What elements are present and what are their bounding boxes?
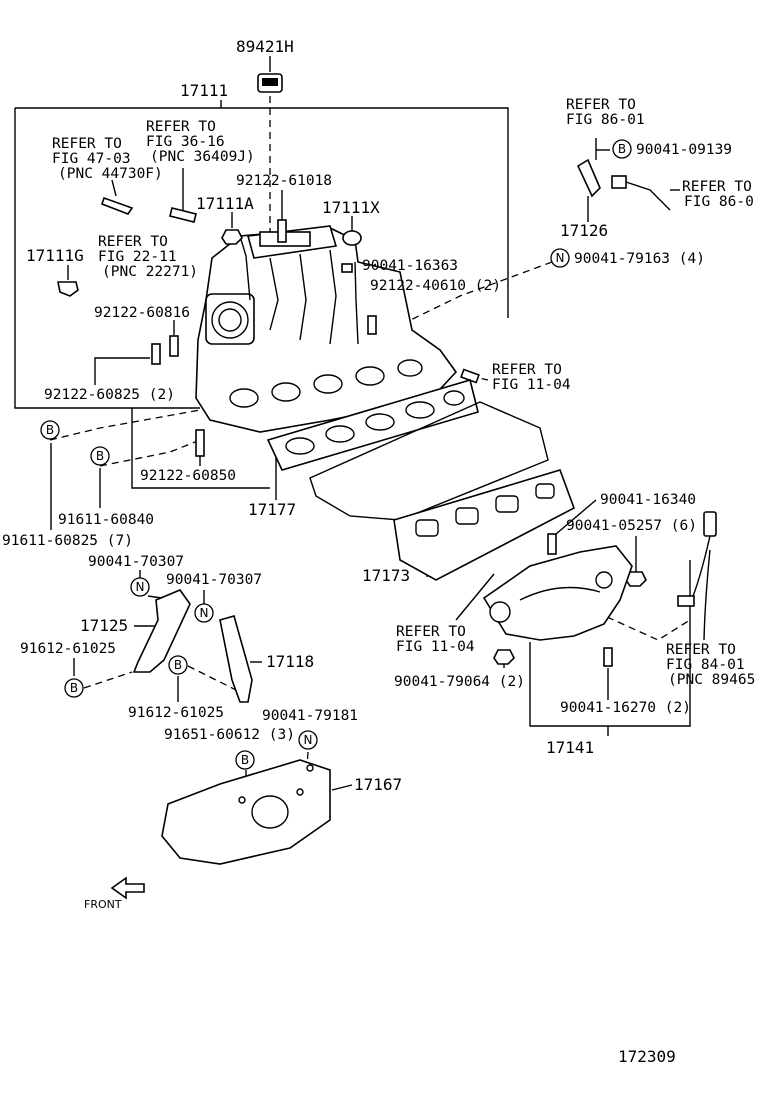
label-refer-86b: REFER TO (682, 179, 752, 195)
label-90041-79064: 90041-79064 (2) (394, 674, 525, 690)
exhaust-gasket (393, 469, 575, 581)
heat-insulator-17167 (161, 759, 331, 865)
label-17125: 17125 (80, 616, 128, 635)
label-17111g: 17111G (26, 246, 84, 265)
front-arrow-icon (110, 876, 145, 900)
label-92122-60816: 92122-60816 (94, 305, 190, 321)
small-hardware (57, 196, 647, 667)
label-92122-60825: 92122-60825 (2) (44, 387, 175, 403)
svg-text:B: B (70, 681, 78, 695)
svg-text:B: B (46, 423, 54, 437)
label-17111: 17111 (180, 81, 228, 100)
label-91612-61025a: 91612-61025 (20, 641, 116, 657)
label-91611-60825: 91611-60825 (7) (2, 533, 133, 549)
label-17111a: 17111A (196, 194, 254, 213)
svg-text:N: N (556, 251, 565, 265)
label-17173: 17173 (362, 566, 410, 585)
exhaust-manifold (482, 545, 633, 641)
label-90041-70307b: 90041-70307 (166, 572, 262, 588)
bracket-17126 (576, 158, 671, 211)
label-refer-86a: REFER TO (566, 97, 636, 113)
label-92122-61018: 92122-61018 (236, 173, 332, 189)
svg-text:FIG 11-04: FIG 11-04 (492, 377, 571, 393)
svg-text:B: B (174, 658, 182, 672)
label-17118: 17118 (266, 652, 314, 671)
label-89421h: 89421H (236, 37, 294, 56)
label-90041-16340: 90041-16340 (600, 492, 696, 508)
callout-labels: 89421H 17111 REFER TO FIG 47-03 (PNC 447… (2, 37, 755, 1066)
label-91651-60612: 91651-60612 (3) (164, 727, 295, 743)
label-17167: 17167 (354, 775, 402, 794)
cylinder-head-outline (309, 401, 549, 521)
label-17141: 17141 (546, 738, 594, 757)
label-refer-22: REFER TO (98, 234, 168, 250)
label-90041-09139: 90041-09139 (636, 142, 732, 158)
oxygen-sensor (677, 511, 717, 607)
label-17126: 17126 (560, 221, 608, 240)
label-92122-40610: 92122-40610 (2) (370, 278, 501, 294)
svg-text:FIG 86-0: FIG 86-0 (684, 194, 754, 210)
svg-text:(PNC 89465: (PNC 89465 (668, 672, 755, 688)
intake-gasket (266, 378, 479, 471)
label-90041-16363: 90041-16363 (362, 258, 458, 274)
stay-17118 (219, 615, 253, 703)
svg-text:FIG 11-04: FIG 11-04 (396, 639, 475, 655)
marker-b-60825 (40, 420, 60, 440)
circle-markers: B N B B N N B B B N (40, 139, 632, 770)
marker-b-60612 (235, 750, 255, 770)
marker-n-79163 (550, 248, 570, 268)
svg-text:(PNC 22271): (PNC 22271) (102, 264, 198, 280)
marker-n-70307b (194, 603, 214, 623)
svg-text:FIG 86-01: FIG 86-01 (566, 112, 645, 128)
figure-number: 172309 (618, 1047, 676, 1066)
marker-n-79181 (298, 730, 318, 750)
intake-manifold (195, 225, 458, 433)
label-refer-36: REFER TO (146, 119, 216, 135)
svg-text:N: N (304, 733, 313, 747)
svg-text:B: B (96, 449, 104, 463)
marker-b-61025b (168, 655, 188, 675)
svg-text:N: N (136, 580, 145, 594)
label-17111x: 17111X (322, 198, 380, 217)
label-90041-79163: 90041-79163 (4) (574, 251, 705, 267)
label-front: FRONT (84, 898, 122, 911)
svg-text:FIG 36-16: FIG 36-16 (146, 134, 225, 150)
svg-text:B: B (618, 142, 626, 156)
svg-text:N: N (200, 606, 209, 620)
svg-text:FIG 22-11: FIG 22-11 (98, 249, 177, 265)
map-sensor (257, 73, 283, 93)
marker-n-70307a (130, 577, 150, 597)
svg-text:(PNC 44730F): (PNC 44730F) (58, 166, 163, 182)
svg-text:FIG 47-03: FIG 47-03 (52, 151, 131, 167)
label-90041-16270: 90041-16270 (2) (560, 700, 691, 716)
marker-b-09139 (612, 139, 632, 159)
label-refer-84: REFER TO (666, 642, 736, 658)
label-refer-47: REFER TO (52, 136, 122, 152)
label-refer-11a: REFER TO (492, 362, 562, 378)
label-90041-79181: 90041-79181 (262, 708, 358, 724)
label-91612-61025b: 91612-61025 (128, 705, 224, 721)
label-17177: 17177 (248, 500, 296, 519)
marker-b-61025a (64, 678, 84, 698)
stay-17125 (132, 589, 191, 673)
label-90041-05257: 90041-05257 (6) (566, 518, 697, 534)
svg-text:FIG 84-01: FIG 84-01 (666, 657, 745, 673)
label-refer-11b: REFER TO (396, 624, 466, 640)
label-90041-70307a: 90041-70307 (88, 554, 184, 570)
svg-text:B: B (241, 753, 249, 767)
label-92122-60850: 92122-60850 (140, 468, 236, 484)
label-91611-60840: 91611-60840 (58, 512, 154, 528)
svg-text:(PNC 36409J): (PNC 36409J) (150, 149, 255, 165)
marker-b-60840 (90, 446, 110, 466)
